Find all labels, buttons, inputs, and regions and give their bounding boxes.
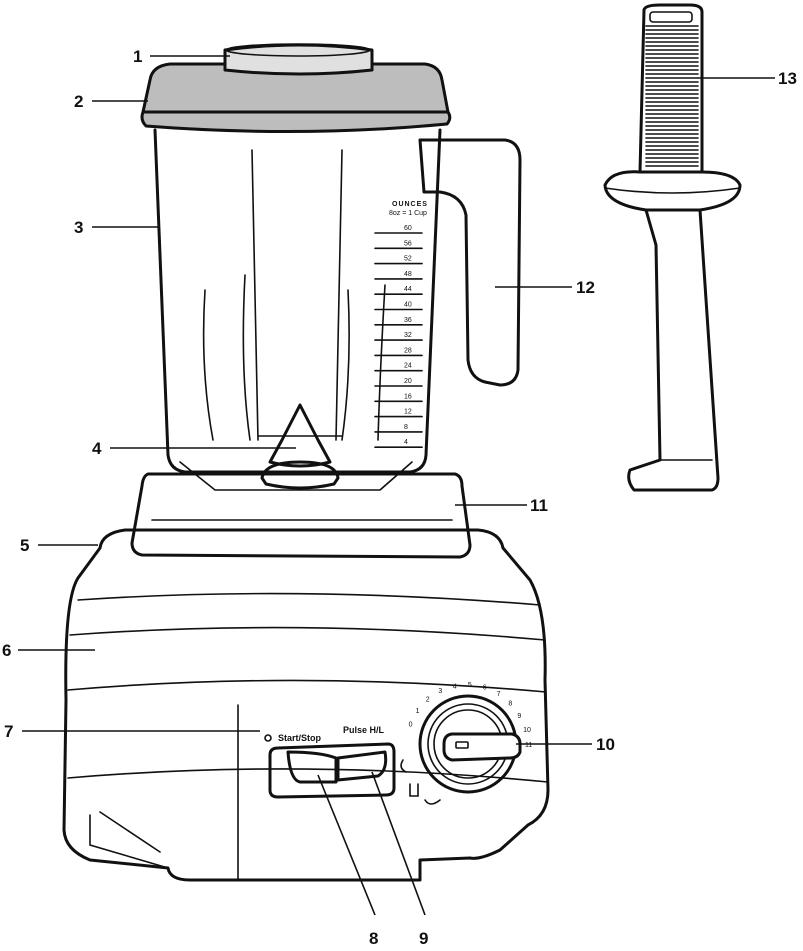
- dial-number: 8: [508, 701, 512, 708]
- start-stop-label: Start/Stop: [278, 733, 322, 743]
- dial-number: 0: [409, 722, 413, 729]
- tamper-ribs: [645, 25, 699, 167]
- callout-4: 4: [92, 439, 102, 458]
- ounces-subheader: 8oz = 1 Cup: [389, 210, 427, 217]
- scale-label: 12: [404, 409, 412, 416]
- scale-label: 4: [404, 439, 408, 446]
- leader-9: [371, 771, 426, 916]
- ounces-header: OUNCES: [392, 201, 428, 208]
- jar-handle: [418, 138, 522, 387]
- dial-number: 6: [483, 685, 487, 692]
- tamper: [603, 3, 742, 492]
- callout-13: 13: [778, 69, 797, 88]
- icons-near-dial: [400, 759, 441, 805]
- dial-number: 11: [525, 742, 532, 749]
- leader-8: [317, 774, 376, 916]
- dial-number: 7: [497, 691, 501, 698]
- drink-icon: [409, 783, 419, 797]
- dial-number: 1: [416, 708, 420, 715]
- callout-10: 10: [596, 735, 615, 754]
- scale-label: 28: [404, 347, 412, 354]
- ounces-scale: OUNCES 8oz = 1 Cup 605652484440363228242…: [374, 201, 428, 449]
- scale-label: 24: [404, 363, 412, 370]
- callout-3: 3: [74, 218, 83, 237]
- lid-plug: [223, 43, 374, 76]
- callout-2: 2: [74, 92, 83, 111]
- pulse-label: Pulse H/L: [343, 725, 385, 735]
- callout-numbers: 1 2 3 4 5 6 7 8 9 10 11 12 13: [2, 47, 797, 948]
- soup-icon: [424, 799, 441, 805]
- scale-label: 52: [404, 256, 412, 263]
- scale-label: 56: [404, 240, 412, 247]
- dial-number: 10: [523, 727, 531, 734]
- dial-number: 5: [468, 682, 472, 689]
- scale-label: 40: [404, 302, 412, 309]
- pulse-paddle[interactable]: [336, 750, 388, 782]
- leader-lines: [18, 55, 775, 916]
- scale-label: 36: [404, 317, 412, 324]
- callout-1: 1: [133, 47, 142, 66]
- callout-8: 8: [369, 929, 378, 948]
- jar-pad: [130, 472, 472, 559]
- start-stop-light: [264, 734, 272, 742]
- callout-6: 6: [2, 641, 11, 660]
- control-panel: [268, 742, 396, 799]
- callout-9: 9: [419, 929, 428, 948]
- dial-number: 4: [453, 683, 457, 690]
- scale-label: 44: [404, 286, 412, 293]
- callout-11: 11: [530, 496, 548, 515]
- callout-5: 5: [20, 536, 29, 555]
- scale-label: 20: [404, 378, 412, 385]
- dial-number: 3: [438, 688, 442, 695]
- start-stop-paddle[interactable]: [286, 750, 338, 784]
- ice-crush-icon: [400, 759, 407, 773]
- scale-label: 60: [404, 225, 412, 232]
- motor-base: [62, 528, 550, 882]
- jar-lid: [140, 62, 452, 134]
- scale-label: 32: [404, 332, 412, 339]
- dial-number: 9: [517, 713, 521, 720]
- dial-number: 2: [426, 697, 430, 704]
- scale-ticks: 60 56 52 48 44 40 36 32 28 24 20 16 12 8 4: [374, 225, 423, 449]
- scale-label: 48: [404, 271, 412, 278]
- blender-jar: [153, 128, 442, 491]
- scale-label: 16: [404, 393, 412, 400]
- callout-7: 7: [4, 722, 13, 741]
- scale-label: 8: [404, 424, 408, 431]
- blade-assembly: [257, 403, 343, 490]
- callout-12: 12: [576, 278, 595, 297]
